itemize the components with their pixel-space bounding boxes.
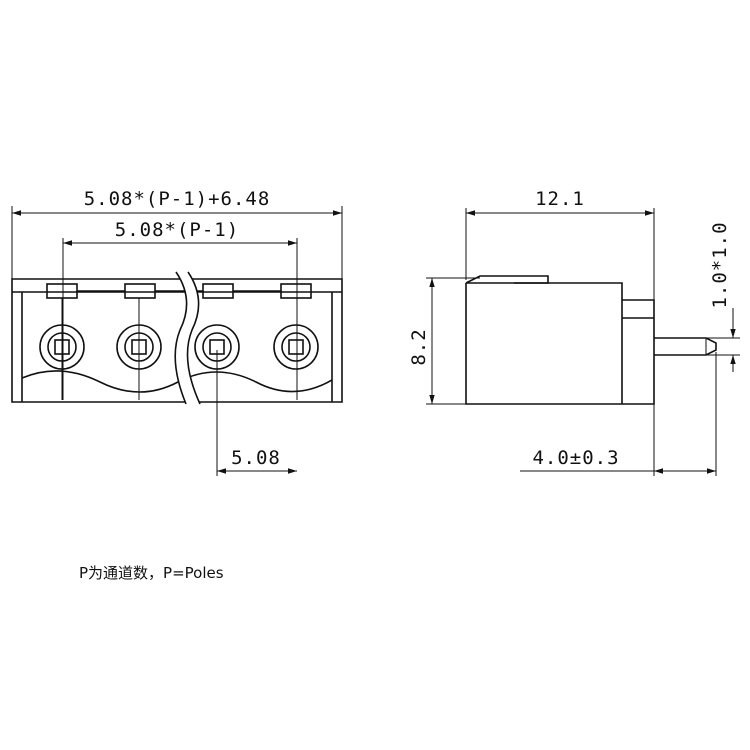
- overall-width-label: 5.08*(P-1)+6.48: [84, 188, 271, 210]
- pin-length-label: 4.0±0.3: [532, 447, 619, 469]
- side-view: 12.1 8.2 1.0*1.0 4.0±0.3: [408, 188, 740, 476]
- connector-body: [11, 278, 343, 403]
- terminal-tabs: [46, 283, 312, 299]
- break-lines: [174, 271, 201, 405]
- screw-terminal: [116, 298, 162, 400]
- pitch-label: 5.08: [231, 447, 281, 469]
- dimension-height: 8.2: [408, 278, 435, 404]
- pin: [654, 337, 717, 356]
- dimension-depth: 12.1: [466, 188, 654, 216]
- front-view: 5.08*(P-1)+6.48 5.08*(P-1) 5.08: [11, 188, 343, 476]
- pitch-span-label: 5.08*(P-1): [115, 219, 239, 241]
- poles-note: P为通道数，P=Poles: [79, 564, 224, 582]
- dimension-overall-width: 5.08*(P-1)+6.48: [12, 188, 342, 216]
- depth-label: 12.1: [535, 188, 585, 210]
- pin-label: 1.0*1.0: [709, 221, 731, 308]
- screw-terminal: [39, 298, 85, 400]
- screw-terminal: [273, 324, 319, 370]
- dimension-pitch: 5.08: [217, 447, 297, 474]
- dimension-pin: 1.0*1.0: [709, 221, 736, 372]
- screw-terminal: [194, 324, 240, 370]
- dimension-pitch-span: 5.08*(P-1): [63, 219, 297, 246]
- height-label: 8.2: [408, 328, 430, 365]
- connector-housing-side: [465, 275, 655, 405]
- dimension-pin-length: 4.0±0.3: [520, 447, 716, 474]
